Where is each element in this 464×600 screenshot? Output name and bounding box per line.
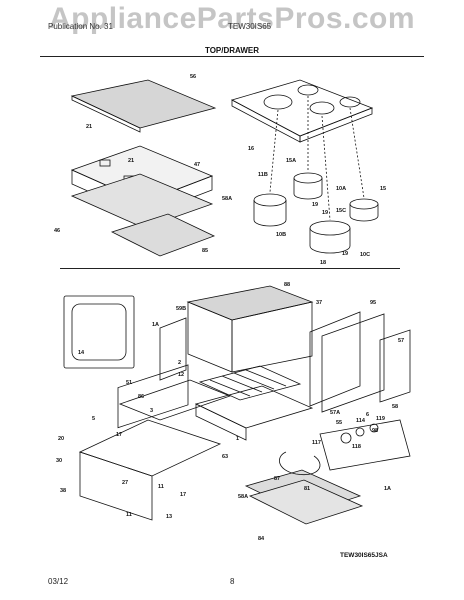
callout: 30 xyxy=(56,458,62,464)
callout: 58A xyxy=(238,494,248,500)
callout: 18 xyxy=(320,260,326,266)
callout: 14 xyxy=(78,350,85,356)
callout: 15C xyxy=(336,208,346,214)
callout: 17 xyxy=(180,492,186,498)
side-panel xyxy=(159,311,411,413)
control-panel-parts xyxy=(319,419,411,471)
callout: 15A xyxy=(286,158,296,164)
callout: 19 xyxy=(322,210,328,216)
callout: 114 xyxy=(356,418,366,424)
leader-lines xyxy=(269,96,365,221)
callout: 1A xyxy=(384,486,391,492)
callout: 57A xyxy=(330,410,340,416)
cooktop-panel xyxy=(70,79,217,133)
callout: 5 xyxy=(92,416,95,422)
callout: 117 xyxy=(312,440,321,446)
callout: 86 xyxy=(138,394,144,400)
callout: 58 xyxy=(392,404,398,410)
middle-rule xyxy=(60,268,400,269)
rack xyxy=(198,365,302,401)
callout: 51 xyxy=(126,380,132,386)
callout: 11B xyxy=(258,172,268,178)
callout: 37 xyxy=(316,300,322,306)
drawer-insulation xyxy=(110,213,216,257)
top-rule xyxy=(40,56,424,57)
callout: 98 xyxy=(372,428,378,434)
callout: 119 xyxy=(376,416,385,422)
watermark: AppliancePartsPros.com xyxy=(48,2,416,35)
callout: 17 xyxy=(116,432,122,438)
model-label: TEW30IS65 xyxy=(228,22,272,31)
callout-labels: 56 21 21 47 46 58A 85 16 15A 11B 10A 15 … xyxy=(54,74,404,542)
callout: 85 xyxy=(202,248,208,254)
publication-label: Publication No. 31 xyxy=(48,22,113,31)
callout: 84 xyxy=(258,536,265,542)
drawer-front xyxy=(78,364,232,521)
callout: 81 xyxy=(304,486,310,492)
callout: 6 xyxy=(366,412,369,418)
burner-box-insulation xyxy=(70,173,214,229)
callout: 63 xyxy=(222,454,228,460)
callout: 21 xyxy=(128,158,134,164)
callout: 19 xyxy=(312,202,318,208)
callout: 55 xyxy=(336,420,342,426)
drawer-pan xyxy=(194,385,314,441)
drawer-element xyxy=(279,451,321,476)
callout: 46 xyxy=(54,228,60,234)
callout: 56 xyxy=(190,74,196,80)
radiant-elements xyxy=(253,172,379,254)
diagram-code: TEW30IS65JSA xyxy=(340,552,388,559)
callout: 1A xyxy=(152,322,159,328)
door-glass-panel xyxy=(63,295,135,369)
callout: 21 xyxy=(86,124,92,130)
drawer-base-insulation xyxy=(244,469,364,525)
callout: 95 xyxy=(370,300,376,306)
callout: 59B xyxy=(176,306,186,312)
callout: 58A xyxy=(222,196,232,202)
callout: 10B xyxy=(276,232,286,238)
callout: 19 xyxy=(342,251,348,257)
callout: 118 xyxy=(352,444,361,450)
drawer-body xyxy=(186,285,314,373)
footer-date: 03/12 xyxy=(48,577,69,586)
callout: 11 xyxy=(126,512,132,518)
callout: 11 xyxy=(158,484,164,490)
callout: 13 xyxy=(166,514,172,520)
callout: 27 xyxy=(122,480,128,486)
callout: 47 xyxy=(194,162,200,168)
callout: 12 xyxy=(178,372,184,378)
callout: 10C xyxy=(360,252,370,258)
callout: 57 xyxy=(398,338,404,344)
callout: 16 xyxy=(248,146,254,152)
callout: 88 xyxy=(284,282,290,288)
callout: 20 xyxy=(58,436,64,442)
callout: 1 xyxy=(236,436,239,442)
footer-page: 8 xyxy=(230,577,235,586)
callout: 3 xyxy=(150,408,153,414)
callout: 15 xyxy=(380,186,386,192)
callout: 10A xyxy=(336,186,346,192)
callout: 38 xyxy=(60,488,66,494)
ceramic-glass-top xyxy=(230,79,374,143)
callout: 2 xyxy=(178,360,181,366)
callout: 87 xyxy=(274,476,280,482)
section-title: TOP/DRAWER xyxy=(204,46,260,55)
